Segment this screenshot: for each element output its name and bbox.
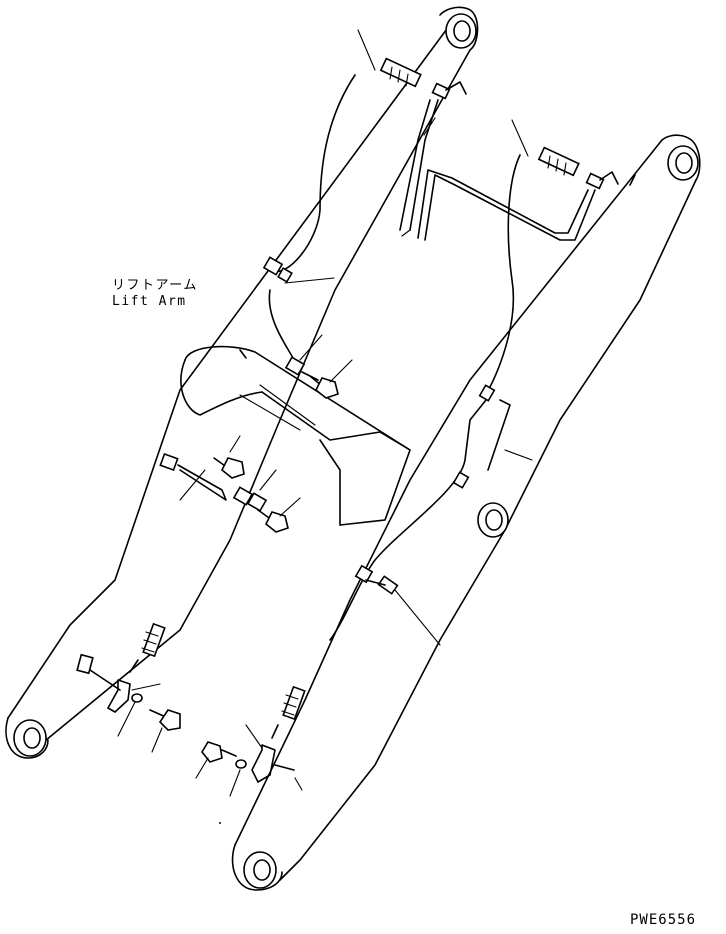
hose-fitting-right bbox=[282, 685, 306, 721]
clamp-center-upper bbox=[284, 356, 306, 376]
lift-arm-label-jp: リフトアーム bbox=[112, 278, 198, 293]
top-left-harness bbox=[262, 57, 467, 363]
bracket-lower-right bbox=[251, 744, 276, 783]
washer-lower-left bbox=[131, 693, 143, 703]
right-lift-arm bbox=[231, 134, 701, 891]
cross-tube bbox=[180, 345, 411, 526]
center-hardware bbox=[159, 349, 339, 533]
bracket-right-lower bbox=[377, 575, 399, 595]
lift-arm-label-en: Lift Arm bbox=[112, 294, 187, 309]
top-left-connector bbox=[379, 57, 422, 88]
mid-right-harness bbox=[329, 384, 511, 641]
bolt-lower-right bbox=[201, 741, 223, 763]
right-arm-mid-pin-boss bbox=[477, 502, 509, 538]
lower-right-hardware bbox=[201, 685, 306, 783]
top-right-clip bbox=[585, 172, 605, 190]
drawing-code: PWE6556 bbox=[630, 912, 697, 928]
left-arm-bottom-pin-boss bbox=[13, 719, 47, 757]
top-right-connector bbox=[537, 146, 580, 177]
top-left-clip bbox=[431, 82, 451, 100]
clamp-center-lower bbox=[232, 486, 254, 506]
leader-lines bbox=[117, 29, 533, 824]
clip-left-mid bbox=[159, 452, 179, 472]
hose-fitting-left bbox=[142, 622, 166, 658]
lower-left-hardware bbox=[76, 622, 181, 731]
bolt-left-mid bbox=[220, 457, 245, 479]
lift-arm-label: リフトアーム Lift Arm bbox=[112, 278, 198, 310]
clip-mid-right bbox=[478, 384, 496, 402]
right-arm-bottom-pin-boss bbox=[243, 851, 277, 889]
bolt-lower-left bbox=[158, 709, 181, 731]
clamp-upper bbox=[262, 256, 284, 276]
clip-lower-left bbox=[76, 653, 94, 675]
top-right-harness bbox=[417, 146, 636, 396]
clip-right-lower bbox=[452, 471, 470, 489]
bracket-lower-left bbox=[107, 679, 131, 713]
left-arm-top-pin-boss bbox=[445, 13, 477, 49]
clamp-right-lower bbox=[354, 564, 374, 584]
bolt-center-upper bbox=[314, 377, 339, 399]
left-lift-arm bbox=[5, 6, 479, 759]
bolt-center-lower bbox=[264, 511, 289, 533]
washer-lower-right bbox=[235, 759, 247, 769]
right-arm-top-pin-boss bbox=[667, 145, 699, 181]
